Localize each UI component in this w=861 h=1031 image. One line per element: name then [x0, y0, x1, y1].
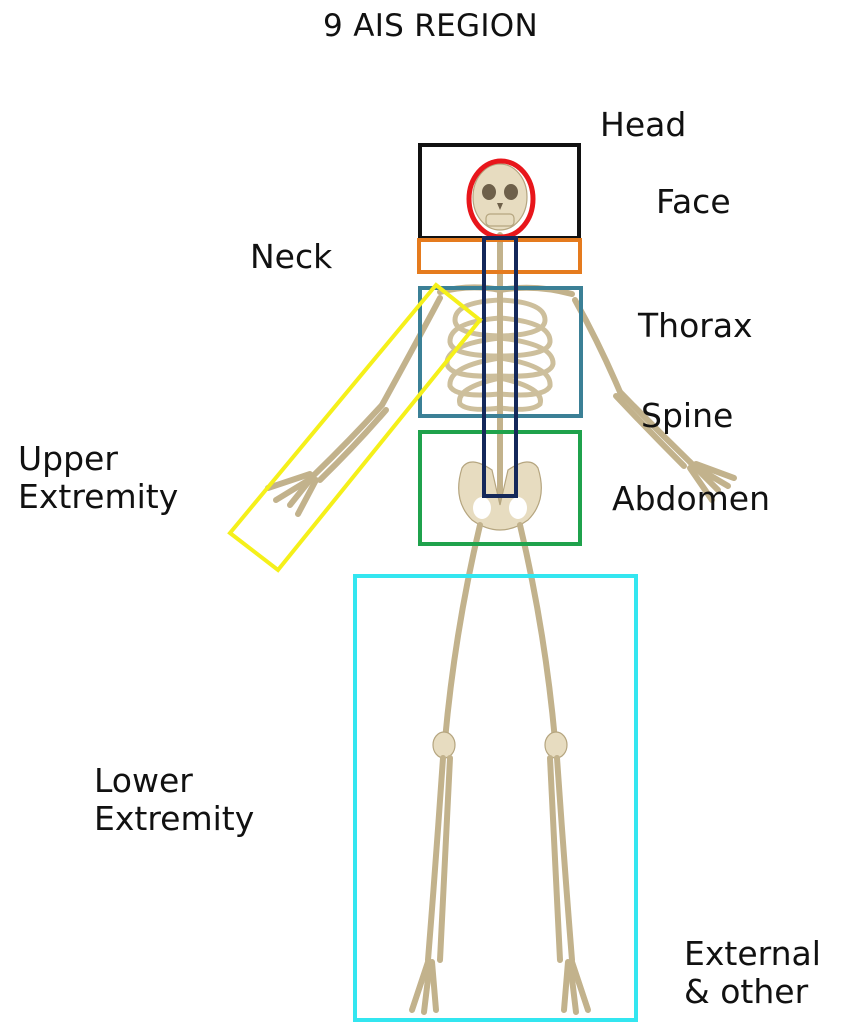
label-lower-extremity-line2: Extremity — [94, 800, 254, 838]
upper-extremity-region-box — [230, 285, 480, 570]
label-neck: Neck — [250, 238, 332, 276]
label-external-line2: & other — [684, 973, 821, 1011]
label-abdomen: Abdomen — [612, 480, 770, 518]
label-lower-extremity-line1: Lower — [94, 762, 254, 800]
lower-extremity-region-box — [355, 576, 636, 1020]
label-upper-extremity-line1: Upper — [18, 440, 178, 478]
label-face: Face — [656, 183, 731, 221]
label-thorax: Thorax — [638, 307, 753, 345]
label-upper-extremity-line2: Extremity — [18, 478, 178, 516]
skeleton-illustration — [268, 164, 734, 1012]
label-upper-extremity: Upper Extremity — [18, 440, 178, 516]
diagram-title: 9 AIS REGION — [0, 8, 861, 44]
label-lower-extremity: Lower Extremity — [94, 762, 254, 838]
label-spine: Spine — [641, 397, 733, 435]
label-external-other: External & other — [684, 935, 821, 1011]
label-head: Head — [600, 106, 686, 144]
label-external-line1: External — [684, 935, 821, 973]
